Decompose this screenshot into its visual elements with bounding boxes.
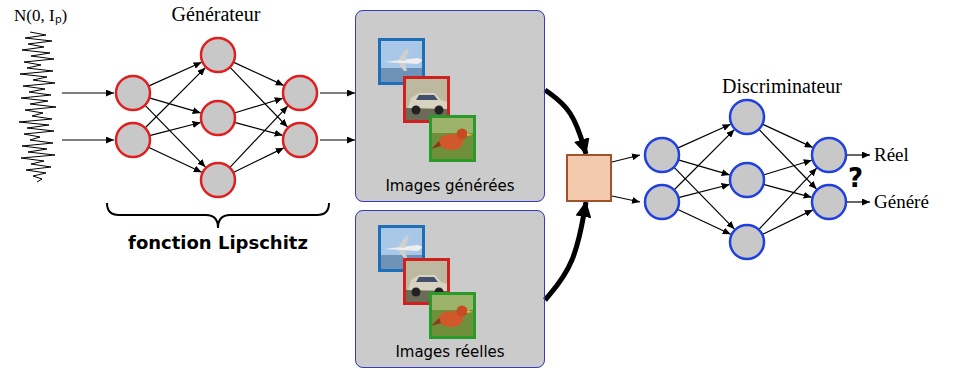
neuron xyxy=(201,38,235,72)
discriminator-neurons xyxy=(645,100,846,259)
flow-arrow xyxy=(545,202,586,300)
panel-ground xyxy=(355,10,545,202)
neuron xyxy=(812,138,846,172)
mixer-square xyxy=(566,154,612,202)
panel-ground xyxy=(355,210,545,368)
neuron xyxy=(812,185,846,219)
flow-arrow xyxy=(545,90,586,154)
discriminator-network: Discriminateur xyxy=(640,72,850,262)
question-mark: ? xyxy=(848,163,863,193)
flow-arrow xyxy=(545,202,586,300)
distribution-label: N(0, Iₚ) xyxy=(14,6,67,26)
generator-neurons xyxy=(116,38,317,197)
layer-arrow xyxy=(320,139,355,140)
brace-label: fonction Lipschitz xyxy=(128,232,308,253)
neuron xyxy=(201,163,235,197)
neuron xyxy=(730,225,764,259)
image-thumbnail xyxy=(429,115,476,162)
neuron xyxy=(116,76,150,110)
discriminator-connections xyxy=(674,124,817,234)
neuron xyxy=(730,163,764,197)
neuron xyxy=(201,101,235,135)
input-arrow xyxy=(62,92,114,93)
neuron xyxy=(283,76,317,110)
neuron xyxy=(283,123,317,157)
output-arrow xyxy=(847,154,870,155)
neuron xyxy=(645,185,679,219)
output-label: Réel xyxy=(874,144,909,165)
layer-arrow xyxy=(612,196,640,202)
layer-arrow xyxy=(612,155,640,162)
output-label: Généré xyxy=(874,191,929,213)
layer-arrow xyxy=(612,155,640,202)
layer-arrow xyxy=(320,93,355,140)
image-thumbnail xyxy=(429,292,476,339)
real-images-panel: Images réelles xyxy=(355,210,545,368)
node-text: Générateur xyxy=(172,2,261,26)
output-label: Généré xyxy=(874,191,929,212)
question-mark: ? xyxy=(848,164,863,192)
distribution-label: N(0, Iₚ) xyxy=(14,6,67,25)
output-arrow xyxy=(847,201,870,202)
neuron xyxy=(645,138,679,172)
neuron xyxy=(116,123,150,157)
layer-arrow xyxy=(320,92,355,93)
flow-arrow xyxy=(545,90,586,154)
generated-images-panel: Images générées xyxy=(355,10,545,202)
generator-network: Générateur xyxy=(112,0,320,200)
brace-label: fonction Lipschitz xyxy=(128,232,308,254)
generator-connections xyxy=(145,62,288,172)
neuron xyxy=(730,100,764,134)
brace xyxy=(107,203,329,228)
output-label: Réel xyxy=(874,144,909,166)
input-arrow xyxy=(62,139,114,140)
node-text: Images réelles xyxy=(395,343,504,362)
node-text: Discriminateur xyxy=(722,74,842,98)
node-text: Images générées xyxy=(385,177,514,196)
noise-signal xyxy=(19,32,56,182)
